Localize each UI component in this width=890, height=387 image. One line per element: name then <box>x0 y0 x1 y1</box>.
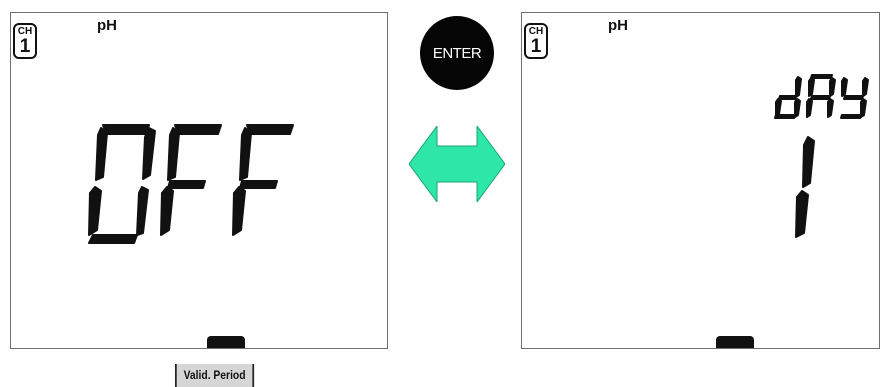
lcd-display-left: CH 1 pH <box>10 12 388 349</box>
lcd-bottom-tab <box>716 336 754 348</box>
parameter-label: pH <box>608 17 628 34</box>
unit-label-day <box>774 74 869 119</box>
valid-period-label: Valid. Period <box>175 364 255 387</box>
lcd-bottom-tab <box>207 336 245 348</box>
main-reading-one <box>795 136 815 238</box>
channel-label: CH <box>528 26 544 37</box>
channel-badge: CH 1 <box>524 23 548 59</box>
parameter-label: pH <box>97 17 117 34</box>
lcd-display-right: CH 1 pH <box>521 12 880 349</box>
channel-label: CH <box>17 26 33 37</box>
channel-number: 1 <box>530 36 542 57</box>
enter-button[interactable]: ENTER <box>420 16 494 90</box>
channel-number: 1 <box>19 36 31 57</box>
channel-badge: CH 1 <box>13 23 37 59</box>
double-headed-arrow-icon <box>409 126 505 202</box>
main-reading-off <box>88 124 294 244</box>
